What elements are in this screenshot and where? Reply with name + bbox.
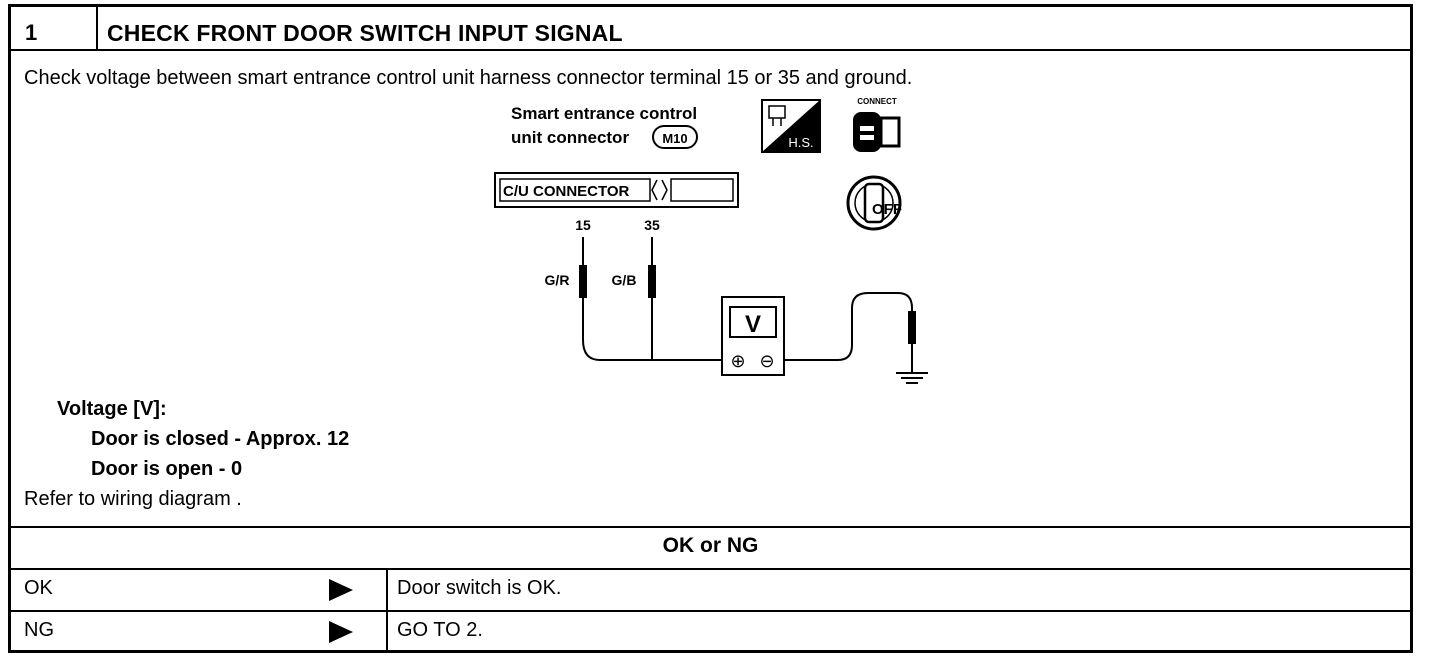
voltmeter-symbol: V	[745, 311, 761, 338]
refer-wiring-diagram: Refer to wiring diagram .	[24, 488, 242, 510]
instruction-text: Check voltage between smart entrance con…	[24, 67, 913, 89]
result-ok-label: OK	[24, 577, 53, 599]
connect-icon: CONNECT	[853, 97, 901, 152]
terminal-15-label: 15	[575, 217, 591, 233]
step-title: CHECK FRONT DOOR SWITCH INPUT SIGNAL	[107, 20, 623, 46]
svg-text:OFF: OFF	[872, 201, 902, 218]
ground-icon	[896, 372, 928, 384]
arrow-right-icon	[329, 579, 353, 601]
ignition-off-icon: OFF	[846, 175, 902, 231]
header-divider	[11, 49, 1410, 51]
result-ok-action: Door switch is OK.	[397, 577, 562, 599]
voltmeter-minus-terminal: ⊖	[759, 351, 774, 371]
result-column-divider	[386, 568, 388, 653]
voltmeter-plus-terminal: ⊕	[730, 351, 745, 371]
probe-tip-35	[648, 265, 656, 298]
connector-label-line2: unit connector	[511, 128, 629, 147]
result-row-divider	[11, 610, 1410, 612]
voltage-heading: Voltage [V]:	[57, 398, 167, 420]
voltage-open: Door is open - 0	[91, 458, 243, 480]
svg-text:H.S.: H.S.	[788, 135, 813, 150]
connector-label-line1: Smart entrance control	[511, 104, 697, 123]
terminal-35-label: 35	[644, 217, 660, 233]
step-number-divider	[96, 7, 98, 49]
ground-probe-tip	[908, 311, 916, 344]
probe-tip-15	[579, 265, 587, 298]
result-heading-divider	[11, 568, 1410, 570]
voltmeter: V ⊕ ⊖	[721, 296, 785, 376]
step-table: 1 CHECK FRONT DOOR SWITCH INPUT SIGNAL C…	[8, 4, 1413, 653]
wire-color-gr: G/R	[545, 272, 570, 288]
result-ng-action: GO TO 2.	[397, 619, 483, 641]
cu-connector: C/U CONNECTOR	[494, 172, 739, 208]
step-number: 1	[25, 20, 38, 45]
body-divider	[11, 526, 1410, 528]
wire-color-gb: G/B	[612, 272, 637, 288]
cu-connector-label: C/U CONNECTOR	[503, 183, 630, 200]
connector-code: M10	[662, 131, 687, 146]
connector-code-badge	[652, 125, 698, 149]
arrow-right-icon	[329, 621, 353, 643]
voltage-closed: Door is closed - Approx. 12	[91, 428, 350, 450]
result-ng-label: NG	[24, 619, 54, 641]
result-heading: OK or NG	[662, 534, 759, 557]
svg-text:CONNECT: CONNECT	[857, 97, 897, 106]
harness-side-icon: H.S.	[761, 99, 821, 153]
